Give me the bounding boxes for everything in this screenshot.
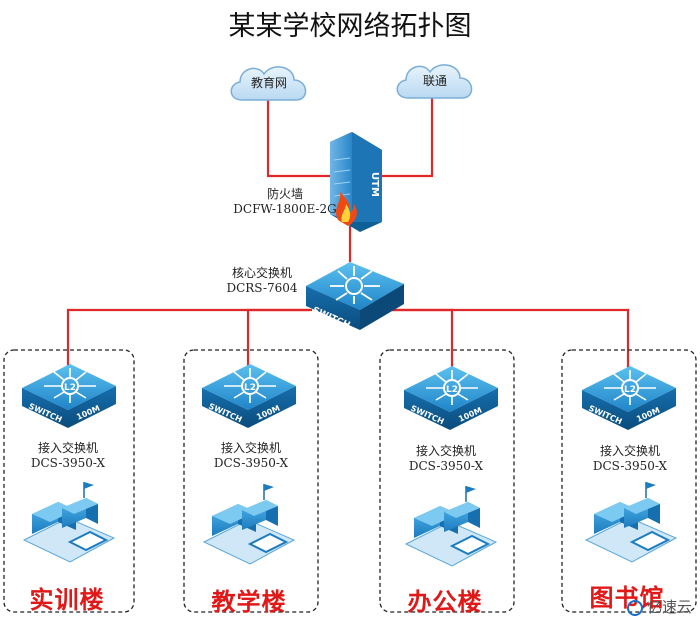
school-building-icon [404, 486, 498, 567]
link-unicom-firewall [374, 96, 434, 178]
access-switch-model: DCS-3950-X [592, 459, 668, 473]
building-name-training: 实训楼 [29, 586, 105, 614]
access-switch-name: 接入交换机 [220, 441, 281, 455]
firewall-utm-text: UTM [369, 172, 380, 197]
core-switch-device: SWITCH [306, 262, 404, 331]
core-switch-model: DCRS-7604 [226, 281, 298, 295]
access-switch-label-4: 接入交换机 DCS-3950-X [575, 444, 685, 474]
access-switch-model: DCS-3950-X [213, 456, 289, 470]
link-edu-firewall [266, 100, 330, 178]
building-name-teaching: 教学楼 [211, 588, 287, 616]
access-l2-text: L2 [244, 383, 256, 393]
building-name-library: 图书馆 [589, 584, 665, 612]
firewall-model: DCFW-1800E-2G [233, 202, 337, 216]
link-core-access [66, 308, 310, 372]
school-building-icon [584, 482, 678, 563]
school-building-icon [22, 482, 116, 563]
page-title: 某某学校网络拓扑图 [228, 11, 472, 42]
school-building-icon [202, 484, 296, 565]
cloud-unicom-label: 联通 [422, 74, 447, 88]
access-l2-text: L2 [64, 383, 76, 393]
core-switch-label: 核心交换机 DCRS-7604 [212, 266, 312, 296]
firewall-name: 防火墙 [266, 187, 303, 201]
access-switch-name: 接入交换机 [415, 444, 476, 458]
access-switch-name: 接入交换机 [599, 444, 660, 458]
cloud-unicom [396, 64, 473, 99]
access-l2-text: L2 [446, 385, 458, 395]
watermark-logo-icon [626, 599, 643, 616]
access-switch-label-2: 接入交换机 DCS-3950-X [196, 441, 306, 471]
access-switch-model: DCS-3950-X [30, 456, 106, 470]
cloud-edu-label: 教育网 [250, 76, 287, 90]
building-box [3, 349, 135, 613]
core-switch-name: 核心交换机 [231, 266, 292, 280]
school-buildings [22, 482, 678, 567]
building-name-office: 办公楼 [407, 588, 483, 616]
building-box [379, 349, 515, 613]
building-box [183, 349, 319, 613]
access-l2-text: L2 [624, 385, 636, 395]
access-switch-label-1: 接入交换机 DCS-3950-X [13, 441, 123, 471]
firewall-label: 防火墙 DCFW-1800E-2G [230, 187, 340, 217]
watermark-text: 亿速云 [646, 598, 692, 616]
firewall-device: UTM [330, 132, 382, 232]
access-switch-label-3: 接入交换机 DCS-3950-X [391, 444, 501, 474]
cloud-edu [230, 66, 307, 101]
access-switch-name: 接入交换机 [37, 441, 98, 455]
access-switch-model: DCS-3950-X [408, 459, 484, 473]
links [66, 96, 630, 372]
watermark: 亿速云 [626, 596, 692, 617]
